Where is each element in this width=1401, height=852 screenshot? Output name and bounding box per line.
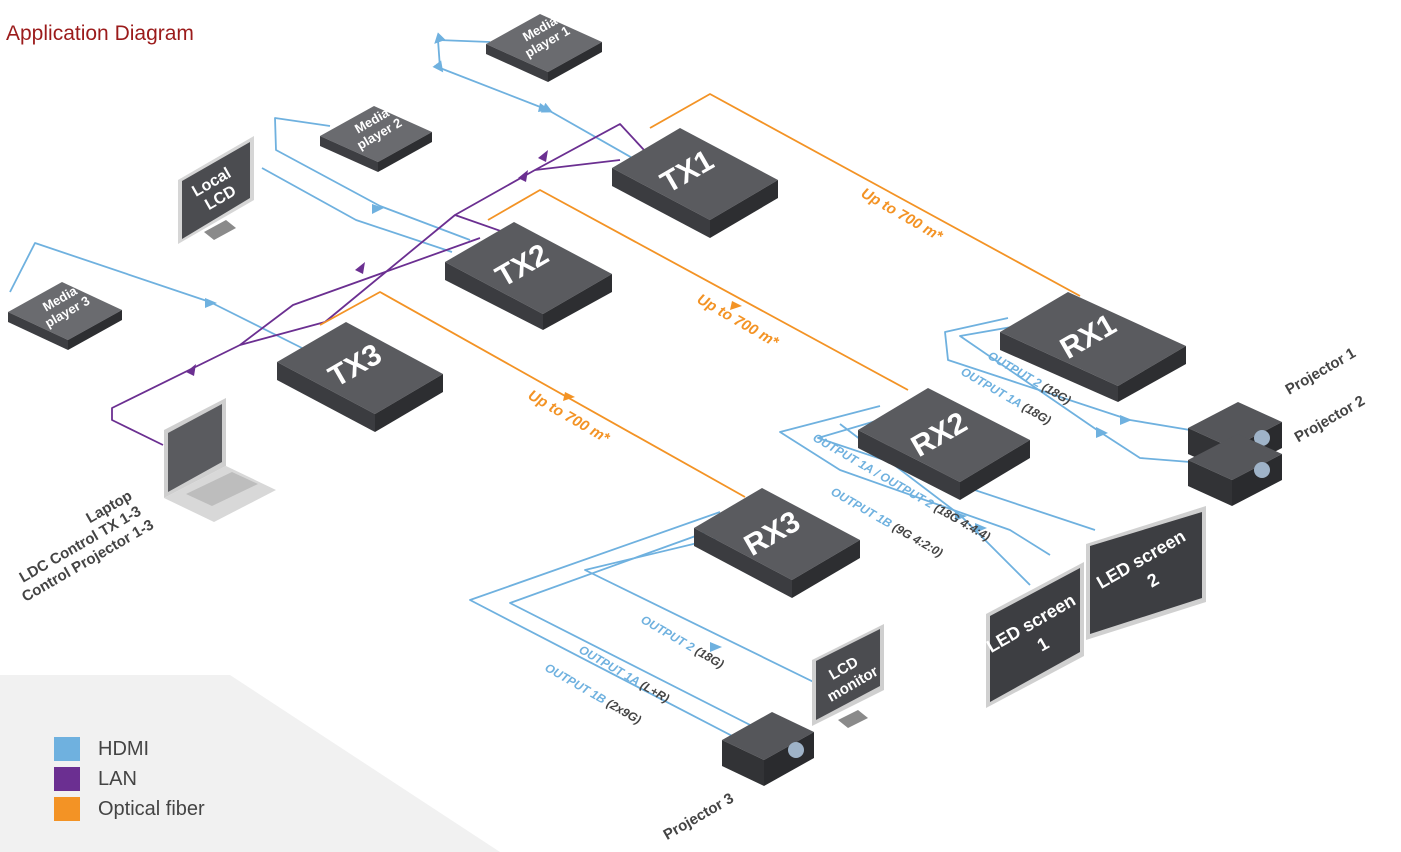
laptop: Laptop LDC Control TX 1-3 Control Projec… [1,398,276,606]
legend-item-lan: LAN [54,764,205,794]
lcd-monitor: LCDmonitor [812,624,884,728]
laptop-label: Laptop LDC Control TX 1-3 Control Projec… [1,485,157,605]
local-lcd: LocalLCD [178,136,254,244]
projector-3: Projector3 [661,712,814,844]
led-screen-2: LED screen2 [1086,506,1206,640]
legend-label-fiber: Optical fiber [98,797,205,820]
media-player-2: Mediaplayer 2 [320,105,432,172]
legend-item-fiber: Optical fiber [54,794,205,824]
led-screen-1: LED screen1 [983,562,1084,708]
projector-2-label: Projector2 [1292,392,1368,446]
projector-3-label: Projector3 [661,790,737,844]
fiber-label-tx2-rx2: Up to 700 m* [694,291,782,352]
page-title: Application Diagram [6,22,194,45]
tx1-device: TX1 [612,128,778,238]
legend-swatch-fiber [54,797,80,821]
tx2-device: TX2 [445,222,612,330]
legend-swatch-hdmi [54,737,80,761]
media-player-1: Mediaplayer 1 [486,13,602,82]
tx3-device: TX3 [277,322,443,432]
legend-label-hdmi: HDMI [98,737,150,760]
legend-item-hdmi: HDMI [54,734,205,764]
rx3-output-2-label: OUTPUT 2 (18G) [639,612,727,671]
legend-label-lan: LAN [98,767,137,790]
rx3-device: RX3 [694,488,860,598]
rx1-device: RX1 [1000,292,1186,402]
legend-swatch-lan [54,767,80,791]
legend: HDMI LAN Optical fiber [54,734,205,824]
projector-1-label: Projector1 [1283,345,1359,399]
rx2-device: RX2 [858,388,1030,500]
fiber-cables [319,93,1081,498]
signal-arrows [186,103,1132,652]
media-player-3: Mediaplayer 3 [8,282,122,350]
